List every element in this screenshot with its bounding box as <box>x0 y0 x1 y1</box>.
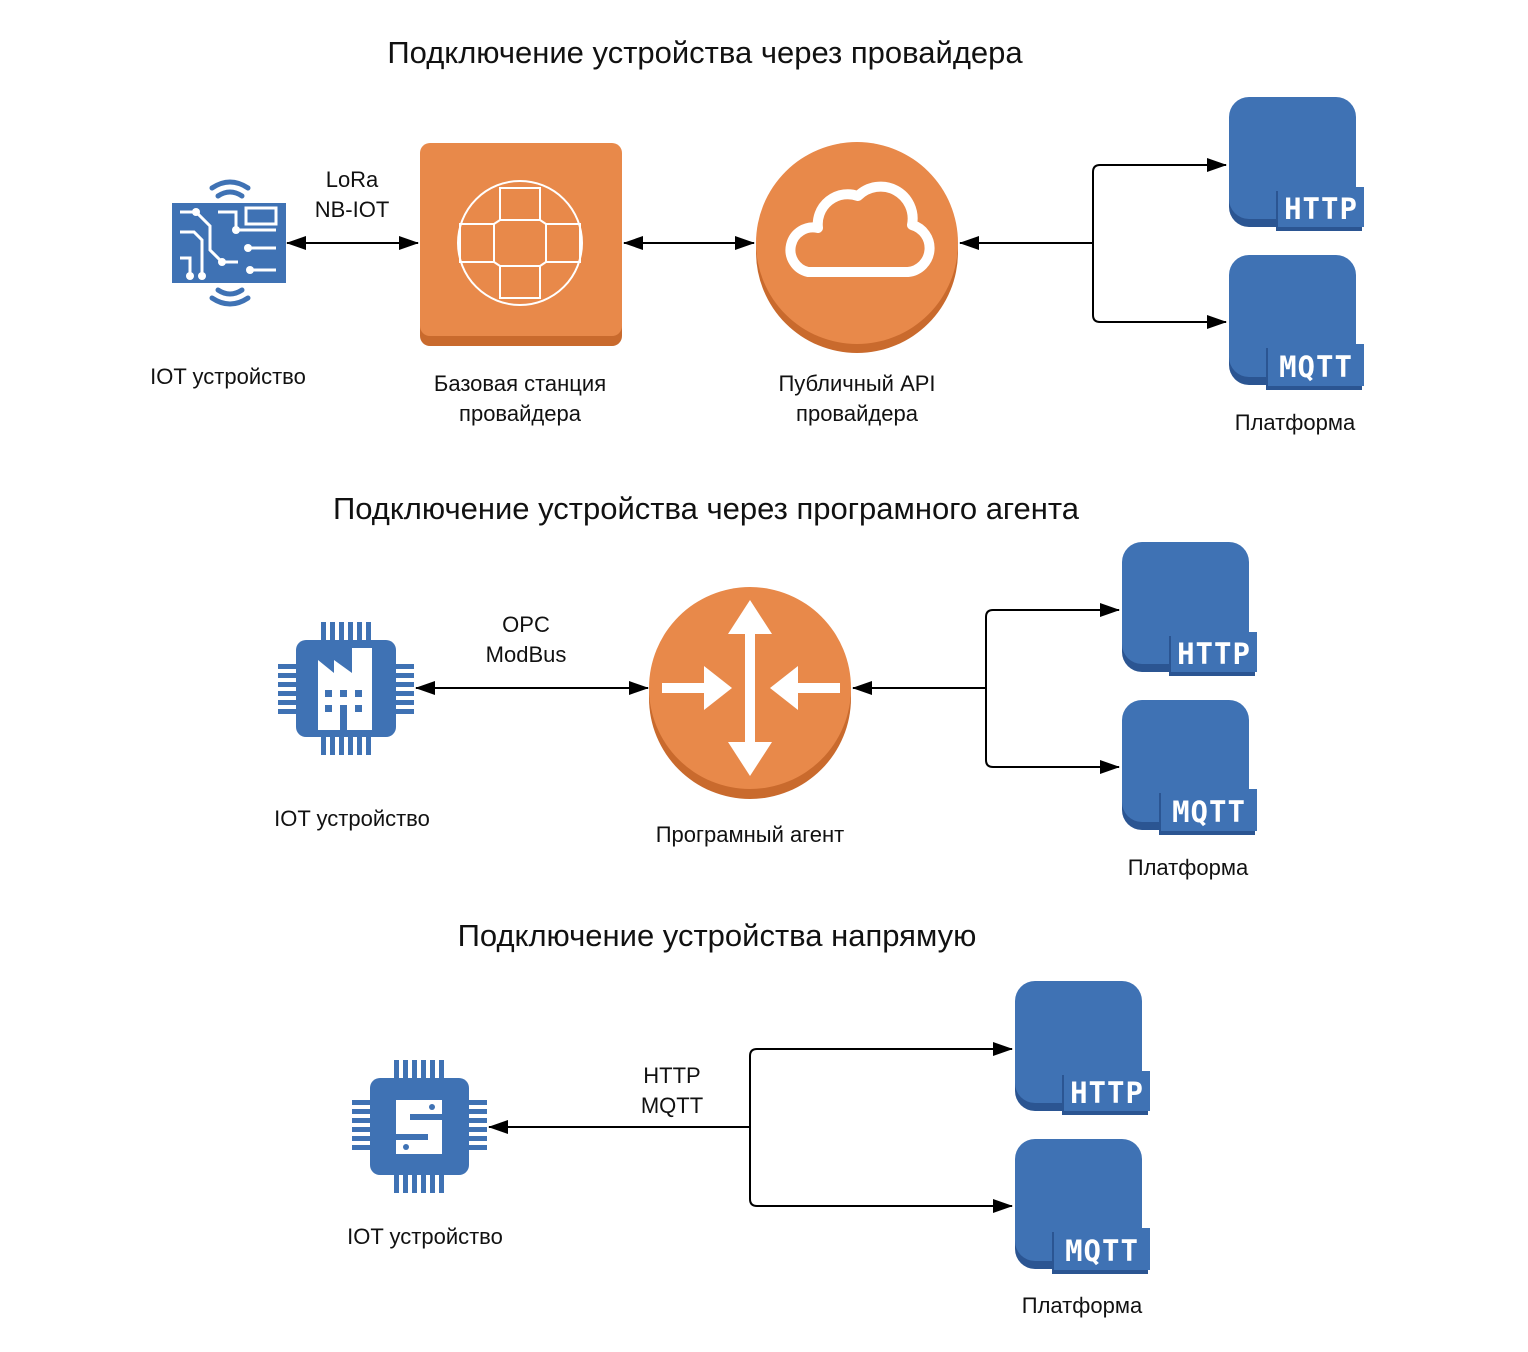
mqtt-badge: MQTT <box>1065 1234 1139 1268</box>
iot-device-label: IOT устройство <box>150 364 306 389</box>
circuit-board-wireless-icon <box>172 179 286 307</box>
platform-http-node: HTTP <box>1122 542 1257 676</box>
http-badge: HTTP <box>1070 1076 1144 1110</box>
api-label-line1: Публичный API <box>778 371 935 396</box>
router-icon <box>649 587 851 799</box>
chip-icon <box>352 1060 487 1193</box>
section-1-title: Подключение устройства через провайдера <box>387 35 1023 70</box>
platform-http-node: HTTP <box>1229 97 1364 231</box>
agent-label: Програмный агент <box>656 822 845 847</box>
iot-device-label: IOT устройство <box>347 1224 503 1249</box>
link-label-http: HTTP <box>643 1063 700 1088</box>
api-label-line2: провайдера <box>796 401 919 426</box>
iot-device-label: IOT устройство <box>274 806 430 831</box>
platform-http-node: HTTP <box>1015 981 1150 1115</box>
link-label-lora: LoRa <box>326 167 379 192</box>
fork-to-http-arrow <box>1092 158 1227 243</box>
fork-to-mqtt-arrow <box>1092 243 1227 329</box>
link-label-nbiot: NB-IOT <box>315 197 390 222</box>
link-label-mqtt: MQTT <box>641 1093 703 1118</box>
base-station-icon <box>420 143 622 346</box>
section-2-title: Подключение устройства через програмного… <box>333 491 1080 526</box>
link-label-modbus: ModBus <box>486 642 567 667</box>
platform-label: Платформа <box>1128 855 1249 880</box>
base-station-label-line1: Базовая станция <box>434 371 606 396</box>
platform-mqtt-node: MQTT <box>1229 255 1364 390</box>
fork-to-mqtt-arrow <box>749 1127 1013 1213</box>
mqtt-badge: MQTT <box>1279 350 1353 384</box>
mqtt-badge: MQTT <box>1172 795 1246 829</box>
platform-label: Платформа <box>1235 410 1356 435</box>
fork-to-http-arrow <box>985 603 1120 688</box>
fork-to-mqtt-arrow <box>985 688 1120 774</box>
http-badge: HTTP <box>1177 637 1251 671</box>
cloud-icon <box>756 142 958 353</box>
platform-label: Платформа <box>1022 1293 1143 1318</box>
section-3-title: Подключение устройства напрямую <box>458 918 977 953</box>
fork-to-http-arrow <box>749 1042 1013 1127</box>
platform-mqtt-node: MQTT <box>1015 1139 1150 1274</box>
base-station-label-line2: провайдера <box>459 401 582 426</box>
factory-chip-icon <box>278 622 414 755</box>
platform-mqtt-node: MQTT <box>1122 700 1257 835</box>
link-label-opc: OPC <box>502 612 550 637</box>
http-badge: HTTP <box>1284 192 1358 226</box>
